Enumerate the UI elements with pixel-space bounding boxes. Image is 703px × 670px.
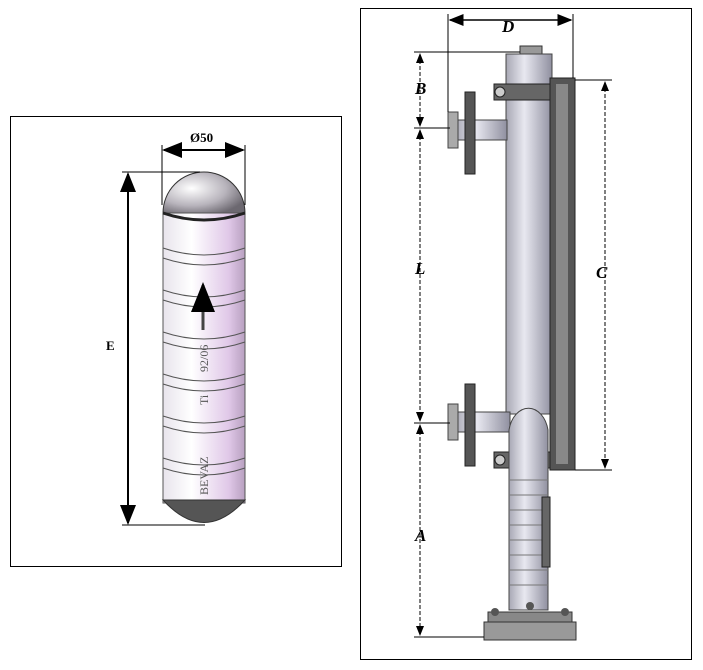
- float-marking-serial: 92/06: [197, 345, 211, 372]
- dimension-label-b: B: [414, 79, 426, 98]
- float-marking-bevaz: BEVAZ: [197, 457, 211, 495]
- level-gauge: [447, 45, 577, 641]
- gauge-dimensions: [414, 14, 612, 638]
- dimension-label-l: L: [414, 259, 425, 278]
- length-label-e: E: [106, 338, 115, 353]
- dimension-label-c: C: [596, 263, 608, 282]
- dimension-label-d: D: [501, 17, 514, 36]
- float: [161, 171, 247, 523]
- diameter-label: Ø50: [190, 130, 213, 145]
- dimension-label-a: A: [414, 526, 426, 545]
- float-dimensions: [120, 142, 246, 526]
- float-marking-ti: Ti: [197, 394, 211, 405]
